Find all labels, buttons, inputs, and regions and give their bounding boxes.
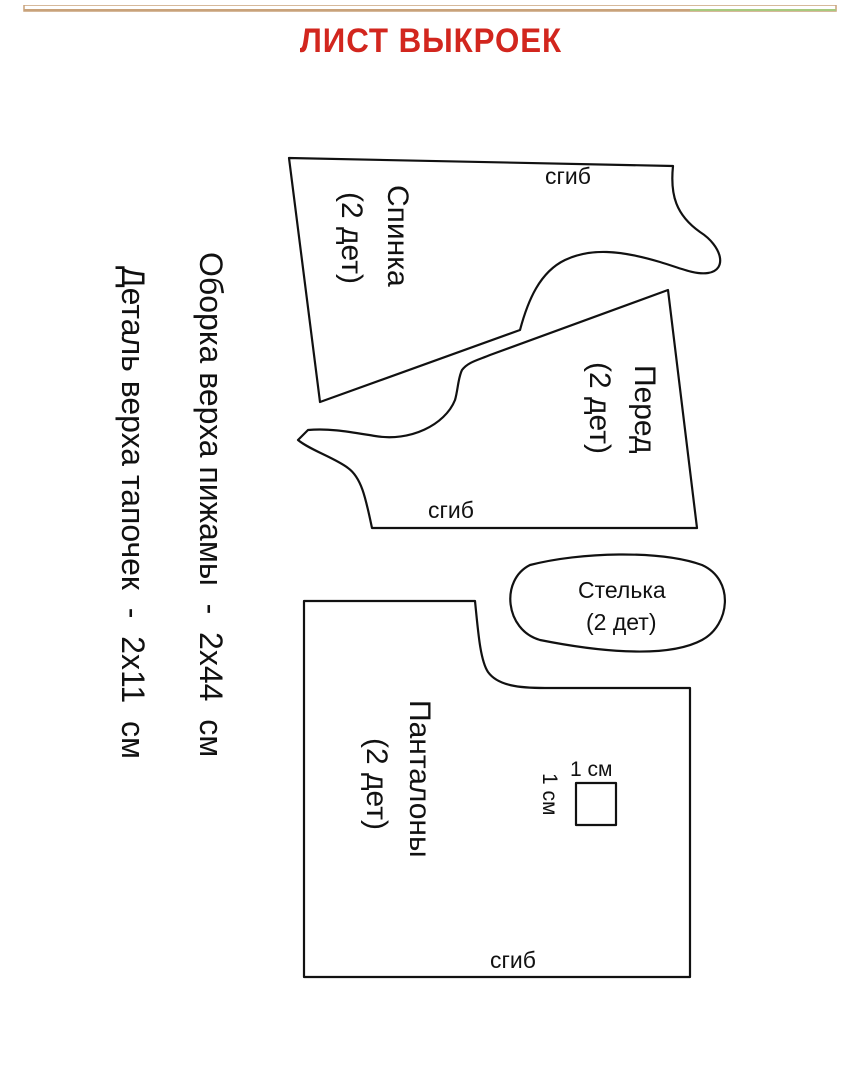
ruffle-note: Оборка верха пижамы - 2х44 см	[193, 252, 229, 757]
back-count-label: (2 дет)	[335, 192, 368, 284]
front-piece-outline	[296, 288, 699, 530]
top-border	[0, 0, 862, 12]
pants-name-label: Панталоны	[403, 700, 436, 858]
pants-fold-label: сгиб	[490, 947, 536, 973]
back-name-label: Спинка	[381, 185, 414, 287]
front-count-label: (2 дет)	[583, 362, 616, 454]
front-name-label: Перед	[628, 365, 661, 453]
scale-square	[574, 781, 618, 827]
scale-height-label: 1 см	[538, 773, 561, 815]
insole-count-label: (2 дет)	[586, 609, 656, 635]
pants-outline	[302, 599, 692, 979]
page-title: ЛИСТ ВЫКРОЕК	[299, 22, 563, 60]
pants-count-label: (2 дет)	[360, 738, 393, 830]
scale-width-label: 1 см	[570, 758, 612, 781]
top-border-graphic	[23, 4, 837, 12]
front-fold-label: сгиб	[428, 497, 474, 523]
insole-name-label: Стелька	[578, 577, 666, 603]
insole-outline	[509, 553, 726, 653]
back-piece-outline	[287, 156, 722, 404]
slipper-note: Деталь верха тапочек - 2х11 см	[115, 266, 151, 759]
back-fold-label: сгиб	[545, 163, 591, 189]
